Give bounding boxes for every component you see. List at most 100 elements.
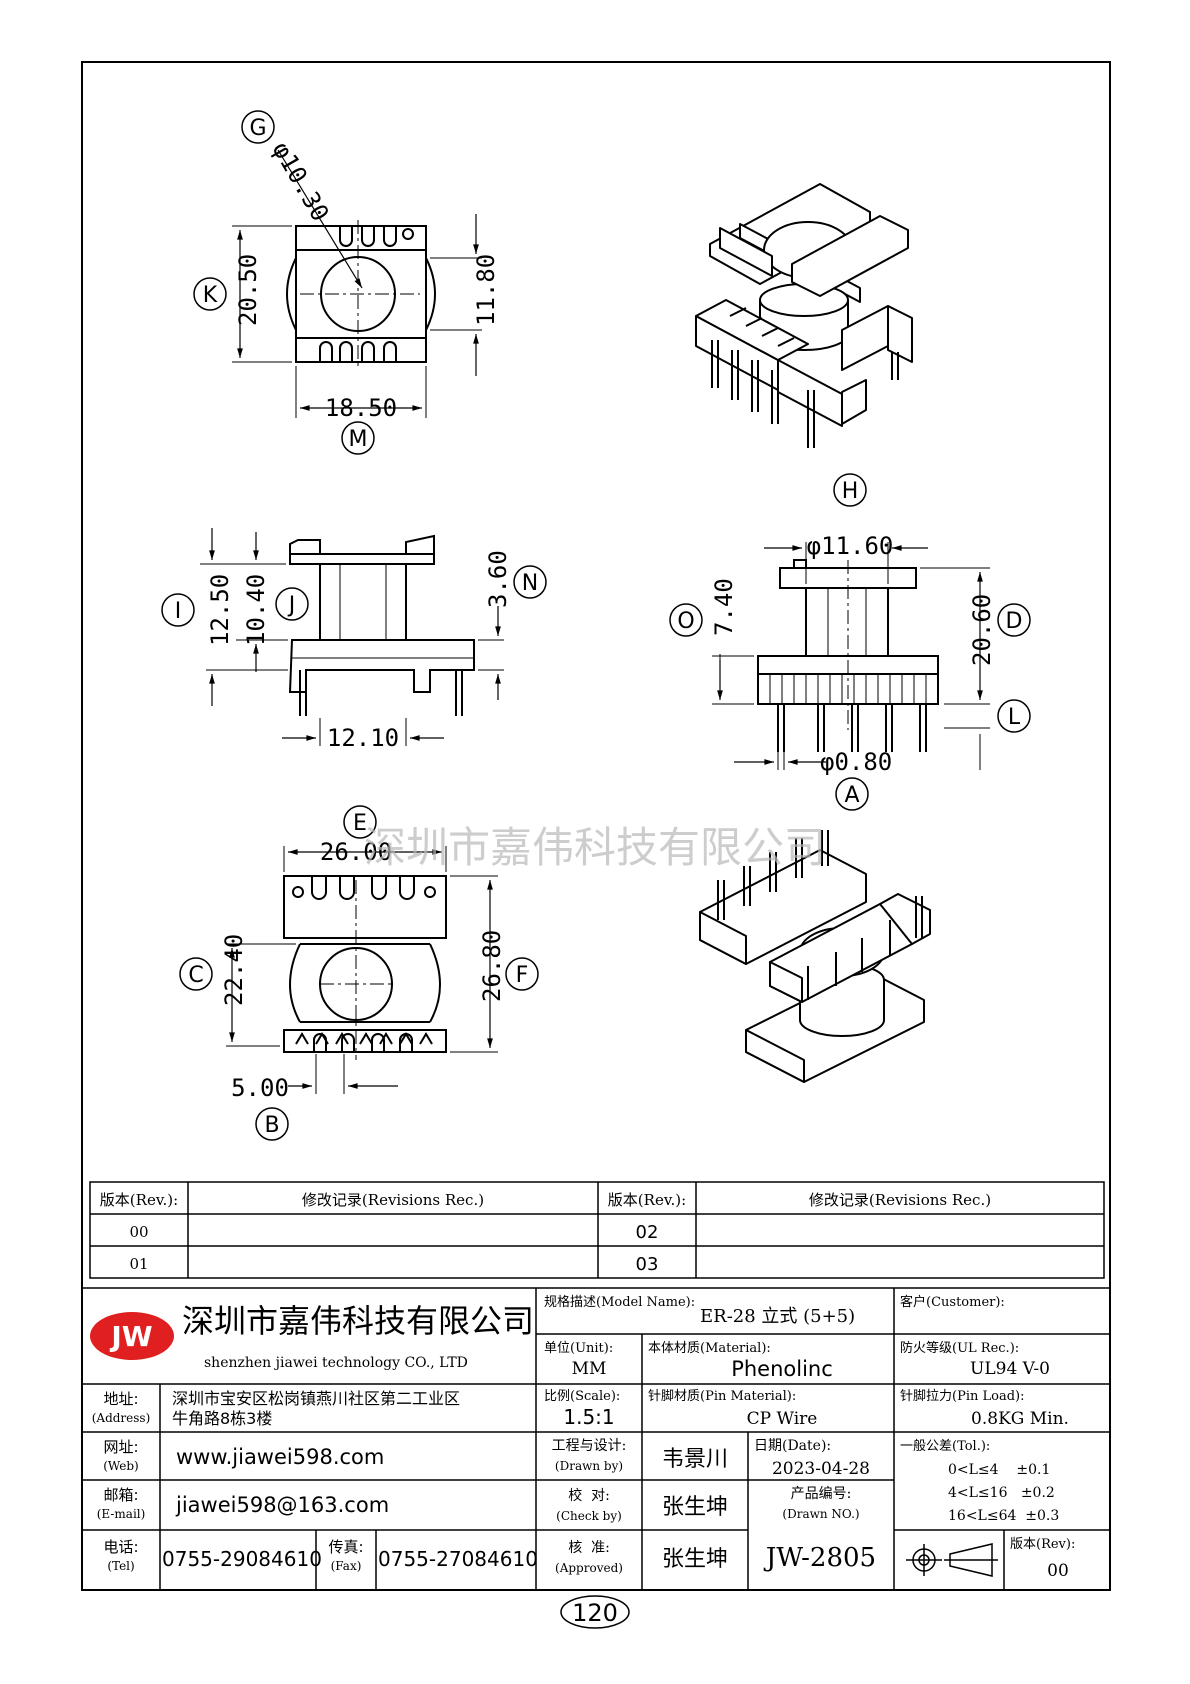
rev-row-02: 02: [636, 1222, 659, 1243]
revision-table: [89, 1181, 1105, 1279]
projection-symbol-icon: [906, 1543, 998, 1577]
rec-header-left: 修改记录(Revisions Rec.): [302, 1191, 484, 1209]
label-circle-o: [669, 603, 703, 637]
label-circle-c: [179, 957, 213, 991]
email-label: 邮箱:: [103, 1486, 138, 1504]
tol-line-1: 0<L≤4 ±0.1: [948, 1462, 1050, 1478]
bottom-view: [226, 846, 498, 1094]
dim-h-value: φ11.60: [807, 532, 894, 560]
dim-k-value: 20.50: [234, 254, 262, 326]
approve-label: 核 准:: [568, 1540, 610, 1556]
approver-value: 张生坤: [662, 1547, 728, 1572]
company-name-en: shenzhen jiawei technology CO., LTD: [204, 1355, 468, 1371]
rev-row-03: 03: [636, 1254, 659, 1275]
drawing-no-label: 产品编号:: [791, 1486, 852, 1502]
label-l: L: [1008, 705, 1021, 730]
model-value: ER-28 立式 (5+5): [700, 1306, 855, 1327]
rec-header-right: 修改记录(Revisions Rec.): [809, 1191, 991, 1209]
dim-side-bottom-value: 12.10: [327, 724, 399, 752]
label-k: K: [203, 283, 218, 308]
logo-text: JW: [109, 1320, 152, 1353]
designer-value: 韦景川: [662, 1447, 728, 1472]
label-circle-n: [513, 565, 547, 599]
iso-view-top: [695, 183, 913, 427]
web-label: 网址:: [103, 1438, 138, 1456]
web-value: www.jiawei598.com: [176, 1445, 384, 1469]
label-e: E: [353, 811, 367, 836]
rev-row-00: 00: [129, 1223, 148, 1241]
page-number-badge: 120: [560, 1595, 630, 1629]
rev-value: 00: [1047, 1561, 1069, 1581]
rev-row-01: 01: [129, 1255, 148, 1273]
dim-g-value: φ10.30: [267, 137, 335, 226]
web-label-en: (Web): [103, 1459, 139, 1473]
label-circle-l: [997, 699, 1031, 733]
label-b: B: [264, 1113, 279, 1138]
label-circle-h: [833, 473, 867, 507]
date-label: 日期(Date):: [754, 1438, 831, 1454]
check-label-en: (Check by): [556, 1509, 622, 1523]
label-j: J: [287, 593, 296, 618]
designer-label: 工程与设计:: [552, 1438, 627, 1454]
side-view: [200, 528, 504, 746]
dim-n-value: 3.60: [484, 550, 512, 608]
label-a: A: [844, 783, 859, 808]
iso-bottom-pins: [717, 830, 923, 1000]
watermark: 深圳市嘉伟科技有限公司: [364, 823, 826, 872]
dim-m-value: 18.50: [325, 394, 397, 422]
ul-value: UL94 V-0: [970, 1359, 1050, 1379]
label-d: D: [1006, 609, 1023, 634]
rev-header-right: 版本(Rev.):: [608, 1191, 686, 1209]
dim-c-value: 22.40: [220, 934, 248, 1006]
label-m: M: [349, 427, 368, 452]
pin-material-value: CP Wire: [747, 1409, 818, 1429]
label-circle-m: [341, 421, 375, 455]
label-circle-i: [161, 593, 195, 627]
title-block-grid: [81, 1287, 1111, 1591]
address-label-en: (Address): [92, 1411, 151, 1425]
tol-label: 一般公差(Tol.):: [900, 1438, 990, 1454]
unit-value: MM: [572, 1359, 607, 1379]
approve-label-en: (Approved): [555, 1561, 623, 1575]
drawing-no-value: JW-2805: [763, 1543, 876, 1573]
label-circle-f: [505, 957, 539, 991]
top-view: [232, 149, 482, 418]
fax-label: 传真:: [328, 1538, 363, 1556]
iso-view-bottom: [699, 849, 931, 1083]
company-name-cn: 深圳市嘉伟科技有限公司: [182, 1302, 534, 1340]
pin-load-label: 针脚拉力(Pin Load):: [900, 1388, 1024, 1404]
label-circle-g: [241, 110, 275, 144]
page-number: 120: [572, 1599, 618, 1627]
fax-value: 0755-27084610: [378, 1547, 538, 1571]
label-circle-a: [835, 777, 869, 811]
label-n: N: [522, 571, 538, 596]
designer-label-en: (Drawn by): [555, 1459, 623, 1473]
dim-j-value: 10.40: [242, 574, 270, 646]
tol-line-3: 16<L≤64 ±0.3: [948, 1508, 1059, 1524]
tel-label: 电话:: [103, 1538, 138, 1556]
material-value: Phenolinc: [731, 1357, 833, 1381]
tol-line-2: 4<L≤16 ±0.2: [948, 1485, 1055, 1501]
dim-d-value: 20.60: [968, 594, 996, 666]
material-label: 本体材质(Material):: [648, 1341, 771, 1356]
dim-i-value: 12.50: [206, 574, 234, 646]
label-f: F: [516, 963, 529, 988]
rev-header-left: 版本(Rev.):: [100, 1191, 178, 1209]
address-line-1: 深圳市宝安区松岗镇燕川社区第二工业区: [172, 1389, 460, 1408]
dim-a-value: φ0.80: [820, 748, 892, 776]
label-i: I: [175, 599, 182, 624]
label-h: H: [842, 479, 859, 504]
pin-load-value: 0.8KG Min.: [971, 1409, 1069, 1429]
email-label-en: (E-mail): [97, 1507, 146, 1521]
label-c: C: [188, 963, 203, 988]
iso-top-pins: [711, 340, 899, 448]
fax-label-en: (Fax): [331, 1559, 362, 1573]
label-circle-j: [275, 587, 309, 621]
label-circle-b: [255, 1107, 289, 1141]
dim-e-value: 26.00: [320, 838, 392, 866]
dim-top-right-value: 11.80: [472, 254, 500, 326]
company-logo: JW: [90, 1312, 174, 1360]
dim-f-value: 26.80: [478, 930, 506, 1002]
tel-label-en: (Tel): [107, 1559, 134, 1573]
